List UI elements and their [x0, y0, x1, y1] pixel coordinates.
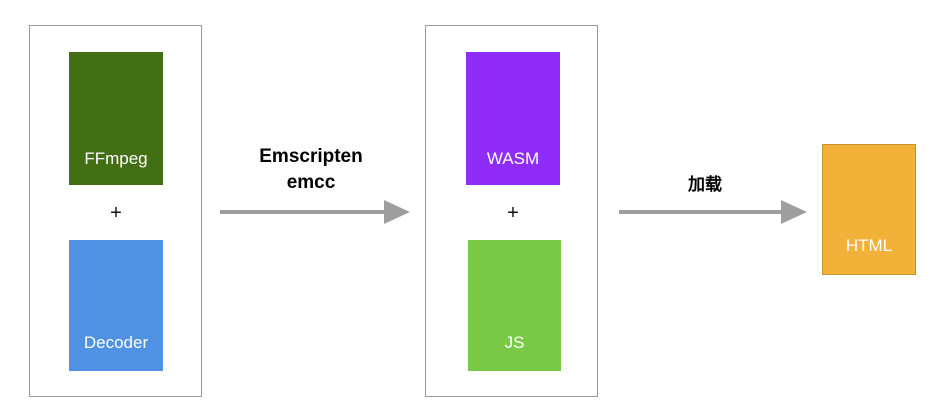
emscripten-text: Emscripten [259, 146, 363, 167]
plus-sign-left: + [110, 202, 122, 224]
wasm-block: WASM [466, 52, 560, 185]
js-block: JS [468, 240, 561, 371]
plus-sign-middle: + [507, 202, 519, 224]
load-label: 加载 [688, 175, 722, 194]
decoder-label: Decoder [83, 333, 149, 352]
js-label: JS [504, 333, 525, 352]
html-block: HTML [822, 144, 916, 275]
decoder-block: Decoder [69, 240, 163, 371]
compile-arrow [220, 200, 410, 224]
wasm-label: WASM [486, 149, 540, 168]
ffmpeg-label: FFmpeg [84, 149, 148, 168]
load-arrow [619, 200, 807, 224]
html-label: HTML [845, 236, 893, 255]
ffmpeg-block: FFmpeg [69, 52, 163, 185]
emcc-text: emcc [286, 172, 336, 193]
emscripten-label: Emscripten emcc [236, 144, 386, 196]
